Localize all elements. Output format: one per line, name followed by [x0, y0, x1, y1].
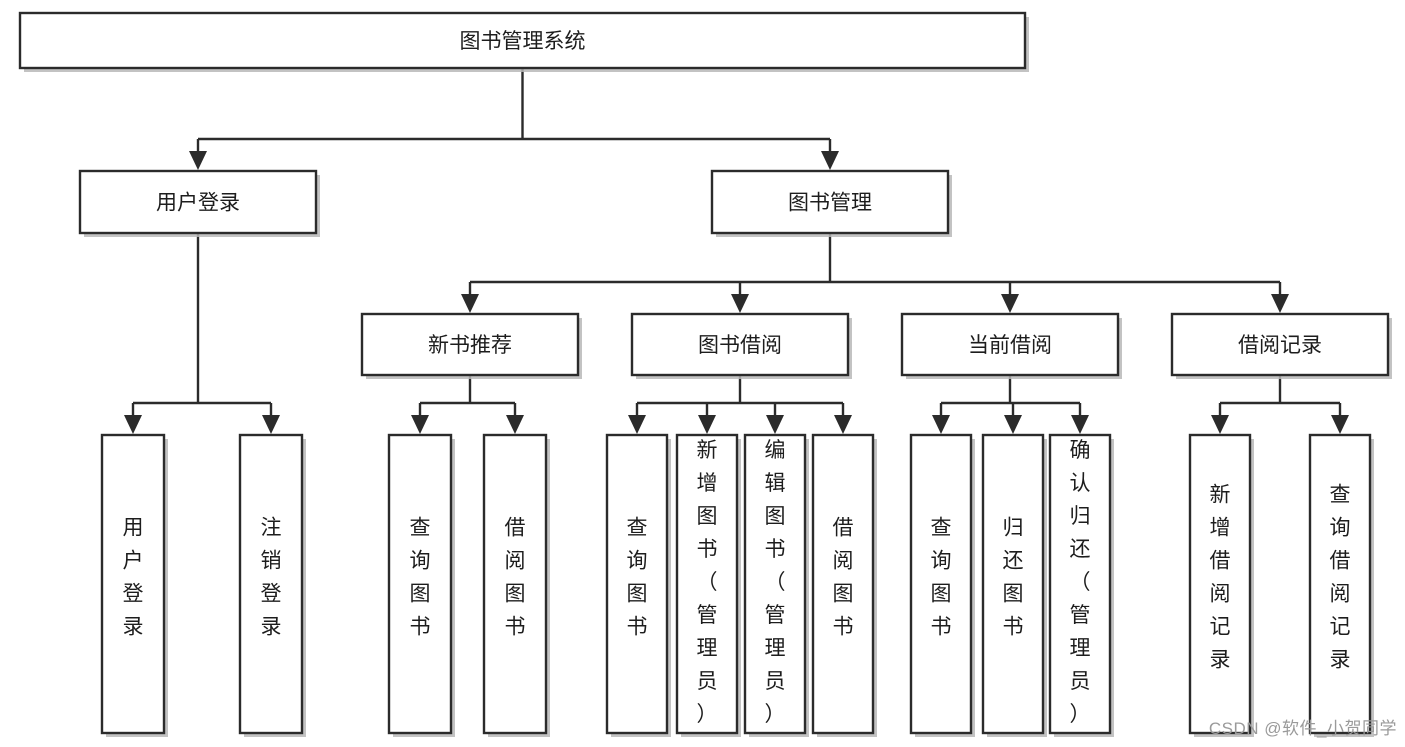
node-new-book-rec[interactable]: 新书推荐: [360, 312, 582, 379]
node-label: 图书管理: [788, 192, 872, 215]
node-label: 用户登录: [156, 192, 240, 215]
node-label: 注销登录: [261, 517, 282, 639]
node-current-borrow[interactable]: 当前借阅: [900, 312, 1122, 379]
node-label: 新增借阅记录: [1210, 484, 1231, 672]
arrow-head-icon: [766, 415, 784, 434]
node-borrow-record[interactable]: 借阅记录: [1170, 312, 1392, 379]
arrow-head-icon: [834, 415, 852, 434]
node-label: 借阅记录: [1238, 334, 1322, 357]
arrow-head-icon: [1001, 294, 1019, 313]
connector-group-book-borrow: [628, 375, 852, 434]
node-leaf-user-logout[interactable]: 注销登录: [238, 433, 306, 737]
node-label: 图书借阅: [698, 334, 782, 357]
node-label: 当前借阅: [968, 334, 1052, 357]
connector-layer: [124, 68, 1349, 434]
arrow-head-icon: [461, 294, 479, 313]
connector-group-current-borrow: [932, 375, 1089, 434]
node-leaf-borrow-book-2[interactable]: 借阅图书: [811, 433, 877, 737]
arrow-head-icon: [124, 415, 142, 434]
node-label: 借阅图书: [833, 517, 854, 639]
arrow-head-icon: [628, 415, 646, 434]
node-leaf-confirm-return[interactable]: 确认归还（管理员）: [1048, 433, 1114, 737]
arrow-head-icon: [262, 415, 280, 434]
node-label: 编辑图书（管理员）: [765, 439, 786, 726]
node-label: 新书推荐: [428, 334, 512, 357]
node-root[interactable]: 图书管理系统: [18, 11, 1029, 72]
node-leaf-borrow-book-1[interactable]: 借阅图书: [482, 433, 550, 737]
arrow-head-icon: [698, 415, 716, 434]
node-leaf-query-book-1[interactable]: 查询图书: [387, 433, 455, 737]
node-leaf-query-record[interactable]: 查询借阅记录: [1308, 433, 1374, 737]
node-leaf-add-book[interactable]: 新增图书（管理员）: [675, 433, 741, 737]
connector-group-user-login: [124, 233, 280, 434]
connector-group-root: [189, 68, 839, 170]
node-layer: 图书管理系统用户登录图书管理新书推荐图书借阅当前借阅借阅记录用户登录注销登录查询…: [18, 11, 1392, 737]
arrow-head-icon: [1271, 294, 1289, 313]
arrow-head-icon: [821, 151, 839, 170]
node-leaf-add-record[interactable]: 新增借阅记录: [1188, 433, 1254, 737]
node-leaf-query-book-2[interactable]: 查询图书: [605, 433, 671, 737]
node-label: 查询图书: [931, 517, 952, 639]
node-leaf-query-book-3[interactable]: 查询图书: [909, 433, 975, 737]
node-label: 借阅图书: [505, 517, 526, 639]
arrow-head-icon: [1004, 415, 1022, 434]
arrow-head-icon: [932, 415, 950, 434]
node-label: 用户登录: [123, 517, 144, 639]
node-leaf-return-book[interactable]: 归还图书: [981, 433, 1047, 737]
node-label: 新增图书（管理员）: [697, 439, 718, 726]
node-label: 查询图书: [627, 517, 648, 639]
connector-group-new-book-rec: [411, 375, 524, 434]
arrow-head-icon: [731, 294, 749, 313]
node-user-login[interactable]: 用户登录: [78, 169, 320, 237]
arrow-head-icon: [1211, 415, 1229, 434]
connector-group-book-manage: [461, 233, 1289, 313]
node-label: 图书管理系统: [460, 30, 586, 53]
node-label: 查询借阅记录: [1330, 484, 1351, 672]
node-leaf-user-login[interactable]: 用户登录: [100, 433, 168, 737]
node-label: 确认归还（管理员）: [1070, 439, 1091, 726]
arrow-head-icon: [411, 415, 429, 434]
node-book-borrow[interactable]: 图书借阅: [630, 312, 852, 379]
arrow-head-icon: [1071, 415, 1089, 434]
node-label: 查询图书: [410, 517, 431, 639]
connector-group-borrow-record: [1211, 375, 1349, 434]
node-label: 归还图书: [1003, 517, 1024, 639]
node-book-manage[interactable]: 图书管理: [710, 169, 952, 237]
watermark-text: CSDN @软件_小贺同学: [1208, 719, 1397, 738]
arrow-head-icon: [506, 415, 524, 434]
node-leaf-edit-book[interactable]: 编辑图书（管理员）: [743, 433, 809, 737]
arrow-head-icon: [1331, 415, 1349, 434]
arrow-head-icon: [189, 151, 207, 170]
